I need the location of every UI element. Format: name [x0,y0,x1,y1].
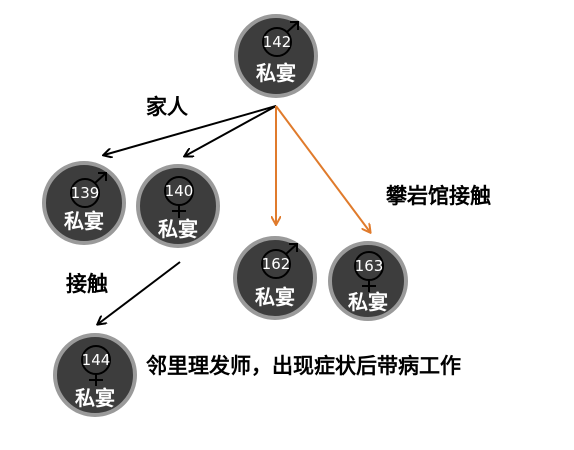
edge-label-family: 家人 [146,95,188,119]
edge-142-139 [104,105,277,155]
male-icon [261,243,298,279]
case-type: 私宴 [64,209,104,233]
edge-142-140 [185,105,277,156]
female-icon [164,176,194,218]
case-type: 私宴 [256,61,296,85]
edge-label-climbing-gym: 攀岩馆接触 [385,184,491,208]
case-id: 144 [82,351,111,369]
female-icon [81,345,111,386]
case-node-144: 144 私宴 [53,333,137,417]
case-node-140: 140 私宴 [136,164,220,248]
case-id: 162 [262,255,291,273]
case-type: 私宴 [255,285,295,309]
case-node-162: 162 私宴 [233,236,317,320]
case-id: 163 [355,257,384,275]
case-type: 私宴 [75,386,115,410]
male-icon [70,172,107,208]
case-id: 139 [71,184,100,202]
case-node-139: 139 私宴 [42,161,126,245]
female-icon [354,251,384,292]
case-type: 私宴 [348,290,388,314]
case-type: 私宴 [158,217,198,241]
case-144-annotation: 邻里理发师，出现症状后带病工作 [146,354,461,378]
case-node-163: 163 私宴 [328,241,408,321]
edge-142-163 [275,105,370,232]
edge-label-contact: 接触 [66,272,108,296]
edge-140-144 [98,261,181,324]
case-id: 142 [263,33,292,51]
male-icon [262,21,299,57]
case-node-142: 142 私宴 [234,14,318,98]
case-id: 140 [165,182,194,200]
